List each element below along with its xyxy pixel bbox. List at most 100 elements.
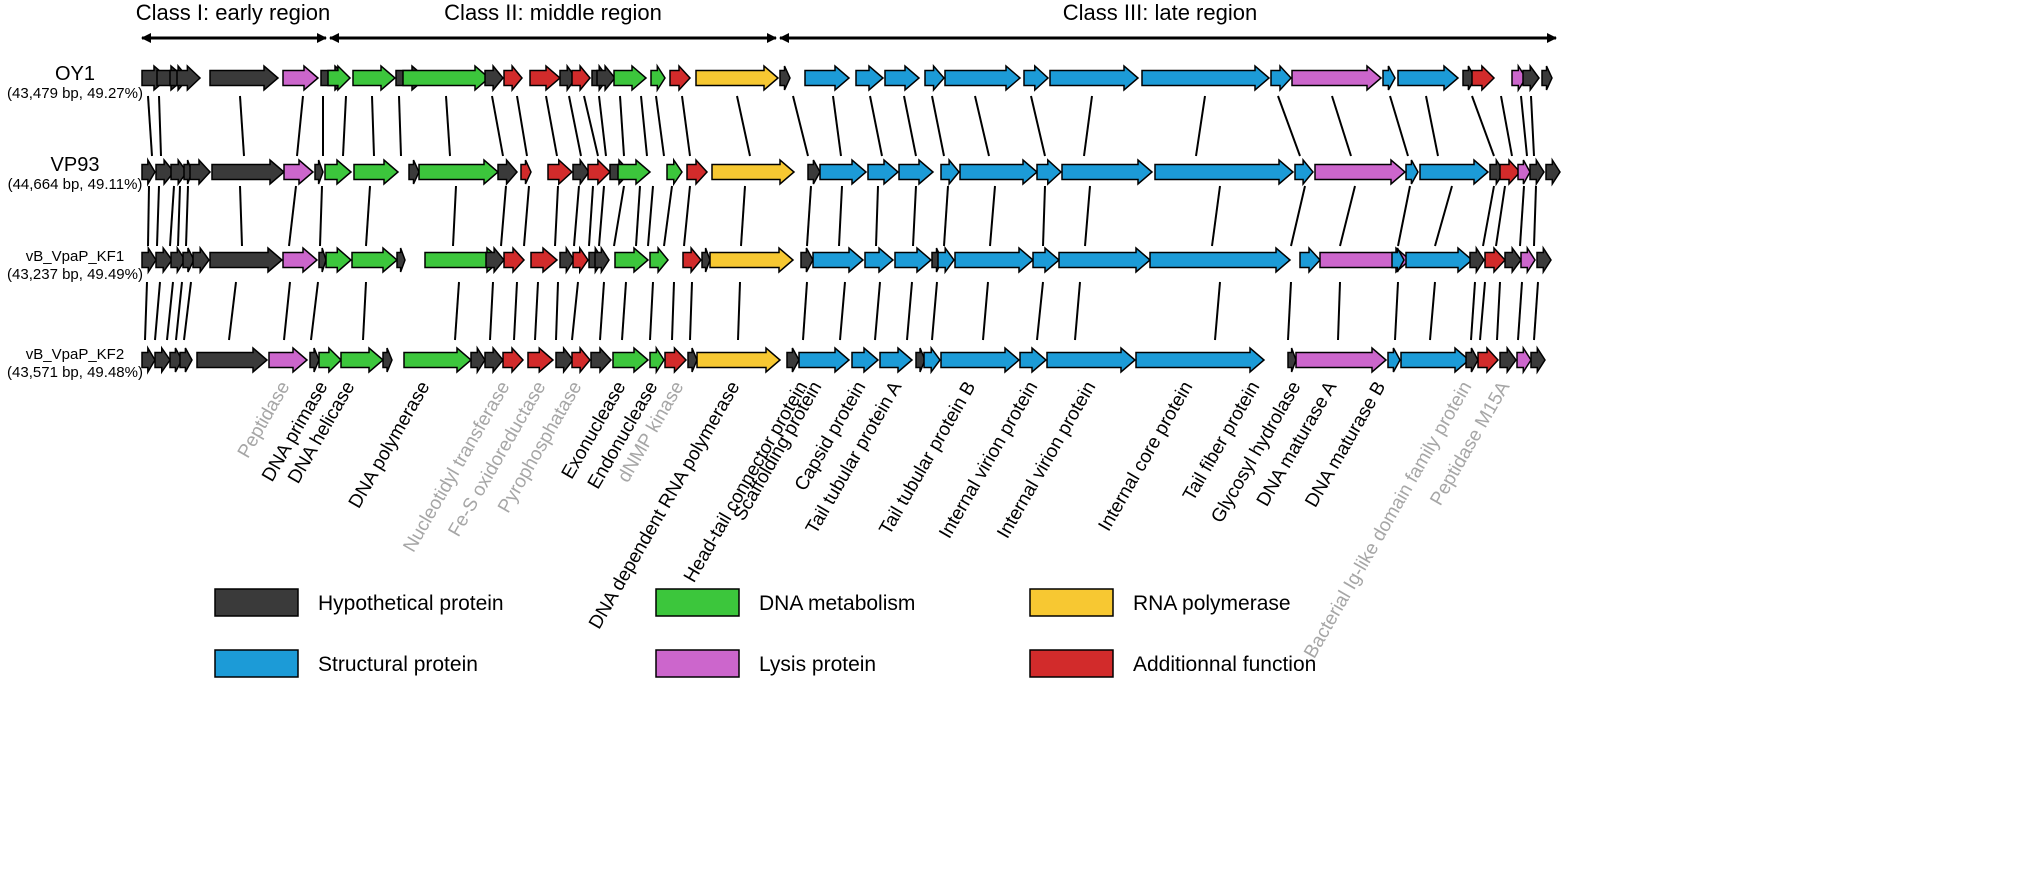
synteny-link (1397, 185, 1411, 247)
synteny-link (513, 281, 518, 341)
gene-arrow (686, 158, 709, 186)
synteny-link (1471, 95, 1495, 157)
gene-arrow (571, 63, 591, 93)
synteny-link (599, 281, 605, 341)
synteny-link (154, 281, 161, 341)
gene-arrow (485, 245, 505, 275)
gene-arrow (898, 158, 935, 186)
gene-arrow (879, 346, 914, 374)
synteny-link (1519, 185, 1525, 247)
synteny-link (1479, 281, 1486, 341)
region-label-class-iii: Class III: late region (1063, 0, 1257, 25)
gene-arrow (696, 346, 782, 374)
gene-arrow (1545, 157, 1561, 187)
synteny-link (177, 185, 181, 247)
gene-arrow (572, 157, 590, 187)
gene-arrow (798, 346, 851, 374)
synteny-link (588, 185, 594, 247)
gene-arrow (396, 247, 406, 273)
synteny-link (931, 95, 945, 157)
legend-label-lysis: Lysis protein (759, 653, 876, 676)
gene-arrow (1477, 346, 1500, 374)
synteny-link (912, 185, 917, 247)
synteny-link (319, 185, 323, 247)
genome-name-kf2: vB_VpaP_KF2 (26, 346, 124, 363)
gene-arrow (1135, 346, 1266, 374)
synteny-link (832, 95, 842, 157)
synteny-link (239, 185, 243, 247)
synteny-link (839, 281, 846, 341)
synteny-link (1339, 185, 1356, 247)
legend-label-dna: DNA metabolism (759, 592, 915, 615)
synteny-link (1030, 95, 1046, 157)
gene-arrow (1046, 346, 1137, 374)
synteny-link (371, 95, 375, 157)
synteny-link (1482, 185, 1495, 247)
synteny-link (573, 185, 580, 247)
gene-arrow (701, 247, 711, 273)
gene-arrow (649, 245, 669, 275)
synteny-link (1500, 95, 1513, 157)
gene-arrow (340, 346, 385, 374)
gene-arrow (502, 346, 525, 374)
synteny-link (516, 95, 528, 157)
synteny-link (1470, 281, 1476, 341)
synteny-link (452, 185, 457, 247)
gene-arrow (282, 64, 320, 92)
genome-info-oy1: (43,479 bp, 49.27%) (7, 85, 143, 102)
synteny-link (903, 95, 917, 157)
gene-arrow (594, 245, 610, 275)
gene-arrow (1299, 246, 1322, 274)
synteny-link (228, 281, 237, 341)
gene-arrow (682, 245, 702, 275)
gene-arrow (1291, 64, 1383, 92)
gene-arrow (1511, 63, 1527, 93)
gene-arrow (649, 345, 665, 375)
gene-arrow (804, 64, 851, 92)
gene-arrow (382, 347, 393, 373)
gene-arrow (484, 63, 504, 93)
synteny-link (555, 281, 559, 341)
gene-arrow (309, 347, 320, 373)
synteny-link (1495, 185, 1506, 247)
synteny-link (736, 95, 751, 157)
synteny-link (1425, 95, 1439, 157)
synteny-link (523, 185, 530, 247)
gene-arrow (283, 158, 315, 186)
gene-arrow (587, 158, 612, 186)
synteny-link (491, 95, 504, 157)
synteny-link (1496, 281, 1501, 341)
gene-arrow (1499, 158, 1522, 186)
gene-arrow (867, 158, 900, 186)
gene-arrow (1541, 65, 1553, 91)
gene-arrow (155, 157, 175, 187)
gene-arrow (318, 346, 343, 374)
legend-swatch-structural (214, 649, 299, 678)
gene-arrow (650, 63, 666, 93)
gene-arrow (141, 157, 156, 187)
synteny-link (571, 281, 579, 341)
synteny-link (144, 281, 148, 341)
gene-arrow (282, 246, 319, 274)
synteny-link (806, 185, 812, 247)
gene-arrow (547, 158, 574, 186)
gene-arrow (196, 346, 269, 374)
synteny-link (737, 281, 741, 341)
gene-arrow (141, 345, 156, 375)
synteny-link (1195, 95, 1206, 157)
synteny-link (147, 185, 150, 247)
gene-arrow (1036, 158, 1063, 186)
gene-label: Bacterial Ig-like domain family protein (1300, 378, 1476, 662)
genome-name-kf1: vB_VpaP_KF1 (26, 248, 124, 265)
synteny-link (619, 95, 625, 157)
synteny-link (1520, 95, 1528, 157)
gene-arrow (1049, 64, 1140, 92)
synteny-link (931, 281, 938, 341)
gene-arrow (923, 345, 941, 375)
synteny-link (640, 95, 648, 157)
gene-arrow (613, 64, 648, 92)
gene-arrow (318, 247, 327, 273)
synteny-link (689, 281, 693, 341)
gene-arrow (687, 347, 698, 373)
gene-arrow (807, 159, 821, 185)
